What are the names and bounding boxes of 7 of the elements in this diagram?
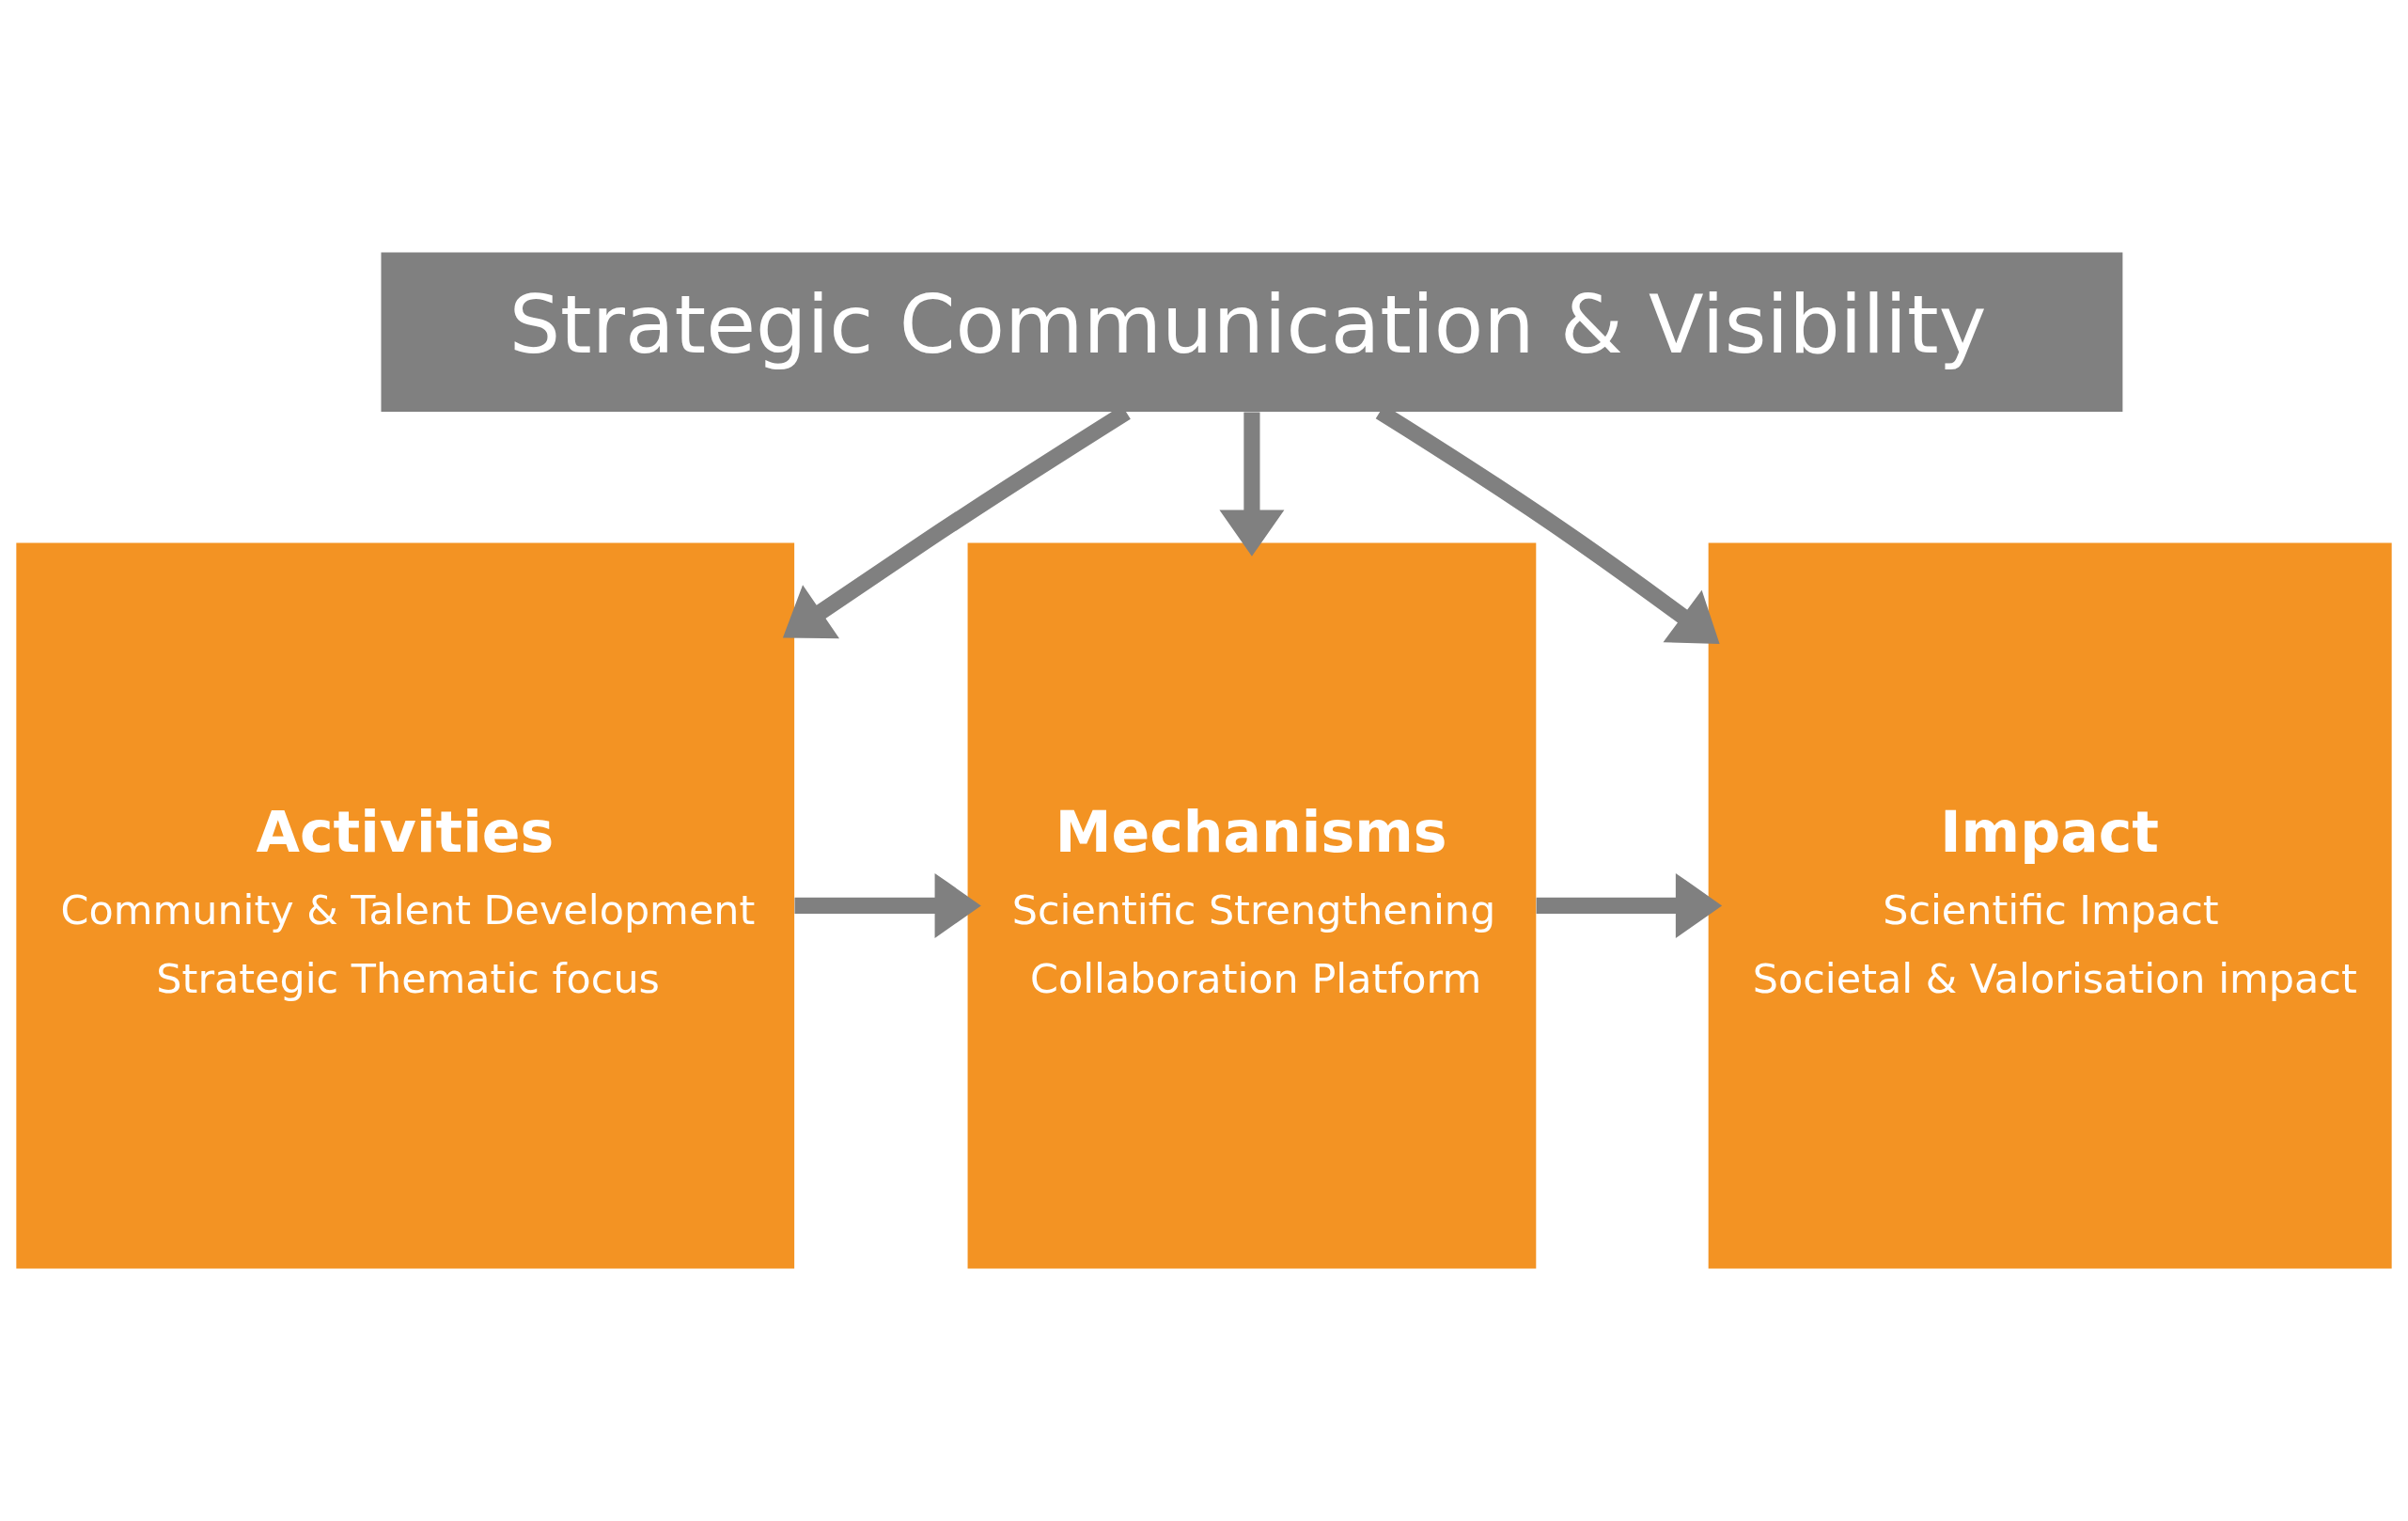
- arrow: [794, 872, 981, 938]
- node-box: Strategic Communication & Visibility: [381, 252, 2123, 412]
- arrow: [1219, 412, 1285, 557]
- node-box: Activities Community & Talent Development Strategic Thematic focus: [16, 542, 795, 1269]
- node-box: Impact Scientific Impact Societal & Valorisation impact: [1708, 542, 2392, 1269]
- node-box: Mechanisms Scientific Strengthening Collaboration Platform: [967, 542, 1537, 1269]
- arrow: [1536, 872, 1723, 938]
